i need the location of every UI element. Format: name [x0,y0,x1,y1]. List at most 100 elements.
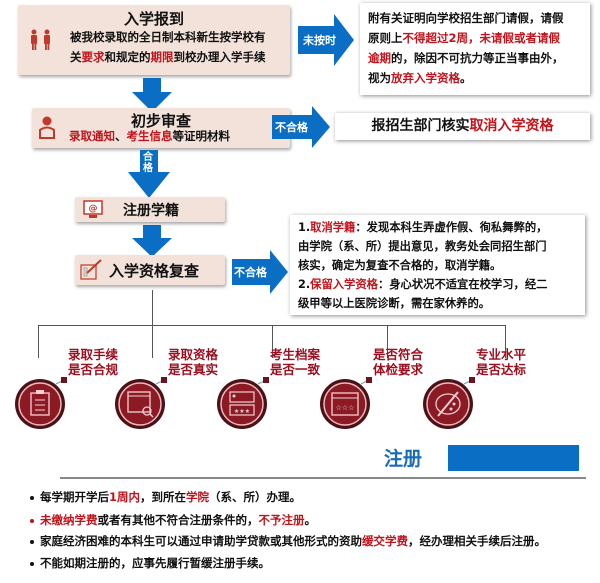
step-register-box: @ 注册学籍 [75,197,225,222]
connector-line [272,325,273,358]
text-segment: 家庭经济困难的本科生可以通过申请助学贷款或其他形式的资助 [40,534,362,548]
text-segment: 视为 [368,71,391,85]
bullet-dot [30,539,34,544]
step-enroll-box: 入学报到 被我校录取的全日制本科新生按学校有关要求和规定的期限到校办理入学手续 [18,5,290,75]
highlight-text: 录取通知 [69,129,115,143]
arrow-down-icon [132,78,172,112]
bullet-dot [30,495,34,500]
text-segment: 附有关证明向学校招生部门请假，请假 [368,11,564,25]
fail-label-1: 不合格 [275,121,308,134]
step-recheck-box: 入学资格复查 [75,255,225,285]
text-line: 被我校录取的全日制本科新生按学校有 [70,27,266,47]
person-icon [39,116,55,139]
text-line: 报招生部门核实取消入学资格 [335,113,590,140]
highlight-text: 取消学籍 [310,221,356,234]
check-label-line: 是否符合 [373,347,424,362]
step-enroll-title: 入学报到 [123,10,184,28]
text-segment: 关 [70,50,82,64]
fail-label-2: 不合格 [234,266,267,279]
arrow-down-icon [132,225,172,257]
highlight-text: 考生信息 [126,129,173,143]
highlight-text: 1周内 [109,490,141,504]
highlight-text: 不得超过2周，未请假或者请假 [402,31,561,45]
text-segment: 的，除因不可抗力等正当事由外， [391,51,564,65]
text-line: 2.保留入学资格：身心状况不适宜在校学习，经二 [298,275,577,294]
text-segment: （系、所）办理。 [209,490,302,504]
text-segment: ：身心状况不适宜在校学习，经二 [377,278,548,291]
text-segment: 不能如期注册的，应事先履行暂缓注册手续。 [40,556,270,570]
clipboard-checklist-icon [15,377,67,429]
late-arrow: 未按时 [298,14,354,66]
check-label-line: 是否达标 [476,362,527,377]
check-label: 录取资格是否真实 [168,347,218,377]
highlight-text: 放弃入学资格 [391,71,460,85]
text-line: 视为放弃入学资格。 [368,68,582,88]
highlight-text: 取消入学资格 [469,118,554,134]
text-segment: ，经办理相关手续后注册。 [408,534,546,548]
text-line: 逾期的，除因不可抗力等正当事由外， [368,48,582,68]
text-segment: ：发现本科生弄虚作假、徇私舞弊的， [355,221,548,234]
pass-arrow: 合格 [128,150,170,198]
text-segment: 。 [304,513,317,527]
late-note-box: 附有关证明向学校招生部门请假，请假原则上不得超过2周，未请假或者请假逾期的，除因… [360,3,590,95]
fail-note-2-box: 1.取消学籍：发现本科生弄虚作假、徇私舞弊的，由学院（系、所）提出意见，教务处会… [290,215,585,315]
connector-line [152,325,153,358]
section-title: 注册 [384,448,423,470]
step-enroll-text: 被我校录取的全日制本科新生按学校有关要求和规定的期限到校办理入学手续 [70,27,266,67]
text-segment: 原则上 [368,31,403,45]
text-segment: 每学期开学后 [40,490,109,504]
bullet-item: 每学期开学后1周内，到所在学院（系、所）办理。 [30,490,301,504]
text-line: 原则上不得超过2周，未请假或者请假 [368,28,582,48]
text-segment: 到校办理入学手续 [173,50,266,64]
highlight-text: 未缴纳学费 [40,513,98,527]
browser-search-icon [115,377,167,429]
check-label: 专业水平是否达标 [476,347,526,377]
highlight-text: 逾期 [368,51,391,65]
connector-line [38,325,39,358]
svg-text:@: @ [89,204,98,214]
section-title-bar [448,445,579,471]
text-line: 由学院（系、所）提出意见，教务处会同招生部门 [298,237,577,256]
bullet-item: 未缴纳学费或者有其他不符合注册条件的，不予注册。 [30,513,316,527]
fail-arrow-1: 不合格 [272,106,330,148]
svg-text:☆☆☆: ☆☆☆ [336,404,355,412]
check-label: 考生档案是否一致 [270,347,320,377]
text-segment: 2. [298,278,311,291]
text-segment: 核实，确定为复查不合格的，取消学籍。 [298,259,502,272]
highlight-text: 期限 [150,50,174,64]
browser-stars-icon: ☆☆☆ [320,377,372,429]
check-label: 是否符合体检要求 [373,347,423,377]
computer-at-icon: @ [83,200,103,218]
text-segment: ，到所在 [140,490,187,504]
highlight-text: 要求 [81,50,105,64]
check-label-line: 是否合规 [68,362,119,377]
text-segment: 、 [115,129,127,143]
check-label-line: 录取手续 [68,347,119,362]
arrow-right-icon [232,250,288,294]
connector-line [505,325,506,358]
text-segment: 被我校录取的全日制本科新生按学校有 [70,30,266,44]
section-divider [60,477,586,479]
step-review-box: 初步审查 录取通知、考生信息等证明材料 [32,108,290,148]
arrow-right-icon [272,106,330,148]
check-label-line: 体检要求 [373,362,424,377]
arrow-right-icon [298,14,354,66]
text-line: 附有关证明向学校招生部门请假，请假 [368,8,582,28]
step-recheck-title: 入学资格复查 [109,262,200,280]
text-line: 级甲等以上医院诊断，需在家休养的。 [298,294,577,313]
connector-line [152,290,153,326]
svg-text:★★★: ★★★ [234,408,250,415]
bullet-dot [30,518,34,523]
arrow-down-icon [128,150,170,198]
text-line: 录取通知、考生信息等证明材料 [69,126,230,146]
late-label: 未按时 [303,34,336,47]
text-line: 核实，确定为复查不合格的，取消学籍。 [298,256,577,275]
connector-line [387,325,388,358]
bullet-dot [30,561,34,566]
text-segment: 由学院（系、所）提出意见，教务处会同招生部门 [298,240,547,253]
highlight-text: 缓交学费 [362,534,408,548]
step-review-text: 录取通知、考生信息等证明材料 [69,126,230,146]
check-label: 录取手续是否合规 [68,347,118,377]
highlight-text: 保留入学资格 [310,278,378,291]
check-label-line: 是否一致 [270,362,321,377]
